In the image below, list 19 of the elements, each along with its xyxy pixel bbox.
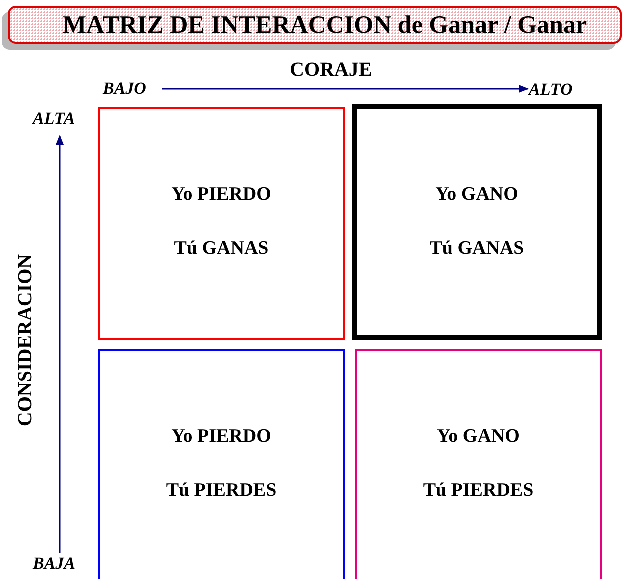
title: MATRIZ DE INTERACCION de Ganar / Ganar xyxy=(62,12,588,38)
quadrant-text: Tú GANAS xyxy=(174,236,269,260)
quadrant-text: Tú PIERDES xyxy=(166,478,277,502)
quadrant-text: Yo PIERDO xyxy=(172,425,272,449)
quadrant-text: Tú PIERDES xyxy=(423,478,534,502)
quadrant-box xyxy=(98,107,345,340)
axis-end-label: BAJA xyxy=(33,553,76,574)
axis-end-label: BAJO xyxy=(103,78,146,100)
quadrant-text: Tú GANAS xyxy=(430,236,524,260)
quadrant-box xyxy=(98,349,345,579)
quadrant-box xyxy=(352,104,602,340)
axis-end-label: ALTA xyxy=(33,108,76,130)
axis-title: CONSIDERACION xyxy=(14,254,38,427)
quadrant-box xyxy=(355,349,602,579)
quadrant-text: Yo GANO xyxy=(436,183,518,207)
axis-end-label: ALTO xyxy=(529,79,573,100)
quadrant-text: Yo PIERDO xyxy=(172,183,272,207)
quadrant-text: Yo GANO xyxy=(437,425,520,449)
axis-title: CORAJE xyxy=(290,58,372,83)
